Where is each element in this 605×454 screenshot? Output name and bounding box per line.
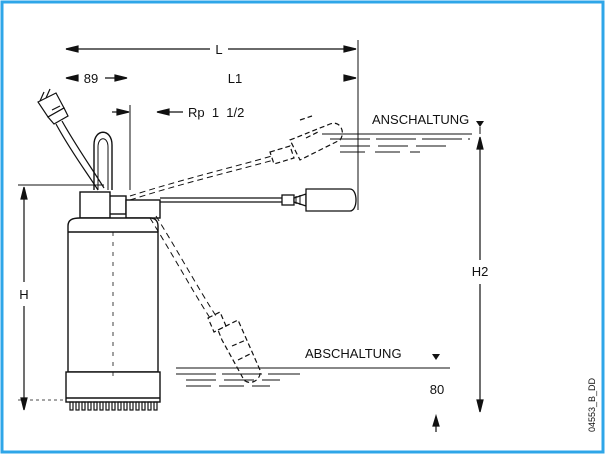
base-rib <box>123 401 128 411</box>
rp-arrow <box>112 108 183 116</box>
base-rib <box>111 401 116 411</box>
label-H: H <box>19 287 28 302</box>
label-L1: L1 <box>228 71 242 86</box>
power-cable <box>55 120 105 191</box>
dimension-L1-arrow <box>343 74 357 82</box>
dimension-H <box>20 186 28 411</box>
level-off-marker <box>432 354 440 360</box>
base-rib <box>93 401 98 411</box>
base-rib <box>69 401 74 411</box>
dimension-H2 <box>476 136 484 413</box>
label-abschaltung: ABSCHALTUNG <box>305 346 402 361</box>
base-rib <box>81 401 86 411</box>
label-H2: H2 <box>472 264 489 279</box>
pump <box>65 191 161 403</box>
base-rib <box>141 401 146 411</box>
label-L: L <box>215 42 222 57</box>
base-rib <box>147 401 152 411</box>
water-level-on <box>322 133 472 153</box>
dimension-80-arrow <box>432 413 440 432</box>
level-on-marker <box>476 121 484 127</box>
plug <box>37 88 69 125</box>
label-80: 80 <box>430 382 444 397</box>
float-on-cable <box>129 155 275 201</box>
float-horizontal-cable <box>160 197 282 203</box>
pump-base-ribs <box>69 401 158 411</box>
base-rib <box>135 401 140 411</box>
label-rp: Rp 1 1/2 <box>188 105 244 120</box>
base-rib <box>129 401 134 411</box>
label-anschaltung: ANSCHALTUNG <box>372 112 469 127</box>
water-level-off <box>176 367 450 387</box>
base-rib <box>99 401 104 411</box>
base-rib <box>117 401 122 411</box>
float-on <box>269 115 343 165</box>
dimension-L <box>65 45 357 53</box>
label-89: 89 <box>84 71 98 86</box>
cable-loop <box>93 131 113 190</box>
float-off <box>207 311 261 383</box>
base-rib <box>153 401 158 411</box>
dimension-89 <box>65 74 128 82</box>
drawing-reference-code: 04553_B_DD <box>587 377 597 432</box>
float-off-cable <box>149 215 217 319</box>
float-horizontal <box>281 188 357 212</box>
base-rib <box>75 401 80 411</box>
base-rib <box>87 401 92 411</box>
base-rib <box>105 401 110 411</box>
